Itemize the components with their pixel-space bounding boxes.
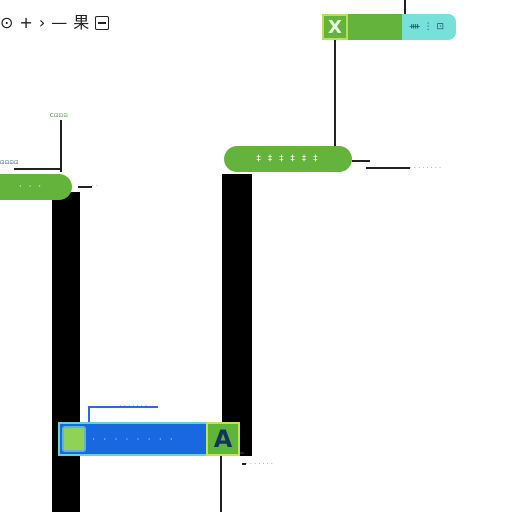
bottom-node-annotation-top: · · · · · · · [120, 403, 148, 409]
wire-bottom-left-blue [90, 406, 158, 408]
connector-bar-left [52, 192, 80, 512]
left-node-annotation-right: · · [92, 183, 99, 189]
wire-top-stub [404, 0, 406, 14]
wire-mid-right-2 [366, 167, 410, 169]
wire-left-right [78, 186, 92, 188]
left-node-text: · · · [18, 182, 44, 192]
bottom-node-a-icon[interactable]: A [206, 422, 240, 456]
left-node-annotation-top: C⊡⊡⊡ [50, 113, 69, 119]
wire-bottom-left-blue-v [88, 406, 90, 426]
left-node-annotation-left: ⊡⊡⊡⊡ [0, 160, 19, 166]
wire-left-top [60, 120, 62, 172]
wire-bottom-right [236, 452, 244, 454]
menu-icon[interactable] [95, 16, 110, 30]
wire-bottom-down [220, 456, 222, 512]
middle-node-annotation: · · · · · · · · [410, 165, 442, 171]
wire-left-horizontal [14, 168, 60, 170]
wire-mid-right [352, 160, 370, 162]
middle-node-text: ‡ ‡ ‡ ‡ ‡ ‡ [256, 154, 320, 164]
bottom-node-grid-icon[interactable] [62, 426, 86, 452]
top-node-side-text: ᚓ ⋮ ⊡ [409, 22, 445, 32]
top-node-accent[interactable]: ᚓ ⋮ ⊡ [398, 14, 456, 40]
middle-node[interactable]: ‡ ‡ ‡ ‡ ‡ ‡ [224, 146, 352, 172]
chevron-right-icon[interactable]: › [38, 13, 46, 32]
wire-bottom-right-2 [242, 463, 246, 465]
bottom-node-text: · · · · · · · · [92, 434, 176, 444]
wire-top-vertical [334, 40, 336, 146]
connector-bar-middle [222, 174, 252, 456]
toolbar-glyph: 果 [73, 13, 90, 32]
plus-icon[interactable]: + [19, 13, 33, 32]
circle-icon[interactable]: ⊙ [0, 13, 14, 32]
toolbar-label: — [51, 13, 68, 32]
top-node-x-icon[interactable]: X [322, 14, 348, 40]
left-node[interactable]: · · · [0, 174, 72, 200]
bottom-node-annotation-bottom: · · · · · · · [246, 461, 274, 467]
toolbar: ⊙ + › — 果 [0, 10, 110, 36]
